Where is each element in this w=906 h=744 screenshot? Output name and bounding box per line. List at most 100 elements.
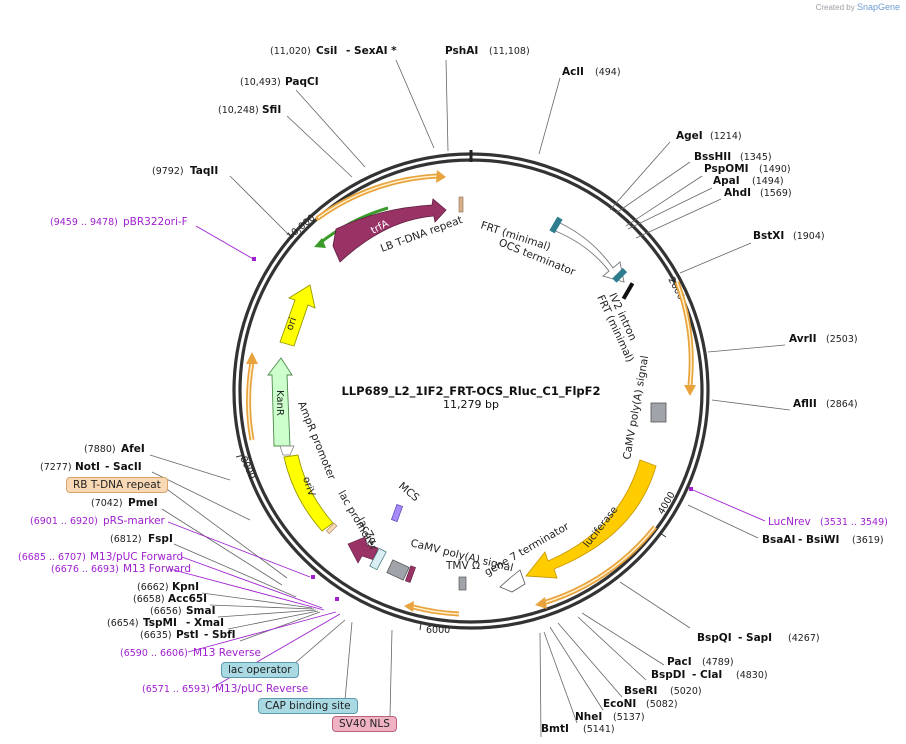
conn-smai [217, 609, 317, 618]
rb-tdna-repeat-box[interactable]: RB T-DNA repeat [66, 477, 168, 493]
site-bmti-name[interactable]: BmtI [541, 723, 569, 735]
site-psti-pos: (6635) [140, 630, 172, 641]
site-apai-name[interactable]: ApaI [713, 175, 740, 187]
orf-arrow-lower-core [542, 526, 656, 604]
site-acli-name[interactable]: AclI [562, 66, 584, 78]
orf-arrow-right-core [676, 281, 692, 386]
site-bsshii-pos: (1345) [740, 152, 772, 163]
primer-mark-prs [311, 575, 315, 579]
site-sbfi-name[interactable]: - SbfI [204, 629, 236, 641]
site-bsshii-name[interactable]: BssHII [694, 151, 731, 163]
site-sfii-name[interactable]: SfiI [262, 104, 281, 116]
site-econi-pos: (5082) [646, 699, 678, 710]
site-avrii-name[interactable]: AvrII [789, 333, 817, 345]
orf-arrow-bottom-head [404, 601, 414, 612]
site-econi-name[interactable]: EcoNI [603, 698, 636, 710]
site-aflii-name[interactable]: AflII [793, 398, 817, 410]
primer-prs-name[interactable]: pRS-marker [103, 515, 166, 527]
site-fspi-name[interactable]: FspI [148, 533, 173, 545]
tmv-label: TMV Ω [445, 560, 480, 572]
site-paci-name[interactable]: PacI [667, 656, 692, 668]
site-paqci-name[interactable]: PaqCI [285, 76, 319, 88]
ori-feature[interactable] [279, 284, 316, 347]
site-psti-name[interactable]: PstI [176, 629, 199, 641]
conn-noti [151, 471, 251, 521]
conn-sv40 [389, 629, 393, 717]
frt1-feature[interactable] [549, 216, 563, 234]
conn-acli [538, 77, 561, 155]
camv-polya-bottom[interactable] [386, 559, 410, 581]
trfA-feature[interactable] [332, 198, 447, 263]
site-noti-name[interactable]: NotI [75, 461, 100, 473]
site-ahdi-name[interactable]: AhdI [724, 187, 751, 199]
site-kpni-name[interactable]: KpnI [172, 581, 199, 593]
cap-binding-site-box[interactable]: CAP binding site [258, 698, 358, 714]
site-tspmi-name[interactable]: TspMI [143, 617, 177, 629]
site-smai-name[interactable]: SmaI [186, 605, 216, 617]
site-kpni-pos: (6662) [137, 582, 169, 593]
primer-pbr322-name[interactable]: pBR322ori-F [123, 216, 188, 228]
site-pspomi-name[interactable]: PspOMI [704, 163, 749, 175]
site-agei-name[interactable]: AgeI [676, 130, 703, 142]
primer-lucnrev-pos: (3531 .. 3549) [820, 517, 888, 528]
ampr-promoter-mark[interactable] [279, 445, 295, 456]
site-bspdi-pos: (4830) [736, 670, 768, 681]
site-clai-name[interactable]: - ClaI [692, 669, 722, 681]
site-sexai-name[interactable]: - SexAI * [346, 45, 397, 57]
site-bspdi-name[interactable]: BspDI [651, 669, 685, 681]
sv40-nls-mark[interactable] [404, 565, 416, 583]
site-csii-name[interactable]: CsiI [316, 45, 337, 57]
iv2-intron-mark[interactable] [621, 282, 635, 300]
primer-mark-m13 [335, 597, 339, 601]
luciferase-feature[interactable] [525, 459, 657, 579]
site-csii-pos: (11,020) [270, 46, 311, 57]
primer-m13puc-f-pos: (6685 .. 6707) [18, 552, 86, 563]
conn-bspdi [577, 616, 647, 681]
conn-bseri [557, 622, 623, 698]
site-pshai-name[interactable]: PshAI [445, 45, 478, 57]
orf-arrow-lower-head [535, 597, 547, 609]
primer-lucnrev-name[interactable]: LucNrev [768, 516, 811, 528]
oriv-feature[interactable] [283, 454, 334, 532]
site-bsaai-name[interactable]: BsaAI [762, 534, 795, 546]
primer-m13puc-r-name[interactable]: M13/pUC Reverse [215, 683, 308, 695]
conn-psti [239, 611, 321, 642]
plasmid-size: 11,279 bp [443, 398, 499, 411]
site-xmai-name[interactable]: - XmaI [186, 617, 224, 629]
conn-pmei [161, 508, 283, 586]
sv40-nls-box[interactable]: SV40 NLS [332, 716, 397, 732]
site-pmei-name[interactable]: PmeI [128, 497, 158, 509]
gene7-terminator-feature[interactable] [499, 569, 526, 593]
primer-m13puc-f-name[interactable]: M13/pUC Forward [90, 551, 183, 563]
site-taqii-name[interactable]: TaqII [190, 165, 218, 177]
site-bspqi-name[interactable]: BspQI [697, 632, 732, 644]
primer-mark-lucnrev [689, 487, 693, 491]
rb-repeat-mark[interactable] [325, 522, 338, 535]
site-afei-name[interactable]: AfeI [121, 443, 145, 455]
site-bsiwi-name[interactable]: - BsiWI [798, 534, 839, 546]
site-bstxi-name[interactable]: BstXI [753, 230, 784, 242]
site-taqii-pos: (9792) [152, 166, 184, 177]
site-sapi-name[interactable]: - SapI [738, 632, 772, 644]
camv-right-label: CaMV poly(A) signal [621, 355, 651, 461]
conn-bsshii [615, 161, 691, 214]
site-acc65i-name[interactable]: Acc65I [168, 593, 207, 605]
camv-polya-right[interactable] [650, 402, 667, 423]
conn-econi [549, 626, 604, 711]
conn-bsaai [687, 504, 759, 539]
site-acc65i-pos: (6658) [133, 594, 165, 605]
site-sacii-name[interactable]: - SacII [105, 461, 142, 473]
mcs-mark[interactable] [390, 504, 404, 522]
primer-m13r-name[interactable]: M13 Reverse [193, 647, 261, 659]
primer-m13f-name[interactable]: M13 Forward [123, 563, 191, 575]
lac-operator-mark[interactable] [369, 547, 387, 571]
frt2-feature[interactable] [612, 267, 628, 283]
tmv-omega-mark[interactable] [458, 576, 467, 591]
site-nhei-name[interactable]: NheI [575, 711, 602, 723]
mcs-label: MCS [396, 480, 422, 504]
kanr-feature[interactable] [267, 357, 293, 447]
site-paqci-pos: (10,493) [240, 77, 281, 88]
site-bseri-name[interactable]: BseRI [624, 685, 657, 697]
lac-operator-box[interactable]: lac operator [221, 662, 299, 678]
